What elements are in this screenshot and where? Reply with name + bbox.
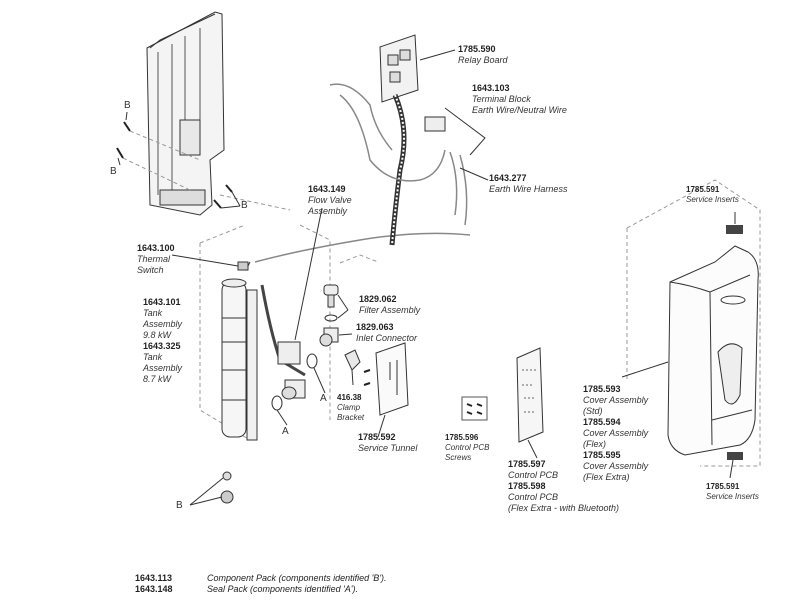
callout-a: A	[320, 393, 327, 404]
part-desc: Assembly	[143, 319, 183, 329]
label-thermal-switch: 1643.100 Thermal Switch	[137, 243, 175, 276]
relay-board-part	[379, 34, 419, 103]
label-flow-valve: 1643.149 Flow Valve Assembly	[308, 184, 352, 217]
part-desc: Cover Assembly	[583, 428, 649, 438]
service-insert-bottom	[727, 452, 743, 460]
part-desc: Control PCB	[445, 443, 490, 452]
label-service-tunnel: 1785.592 Service Tunnel	[358, 432, 417, 454]
part-code: 1785.597	[508, 459, 546, 469]
screws-b	[116, 121, 233, 209]
part-desc: Clamp	[337, 403, 361, 412]
legend-row: 1643.113 Component Pack (components iden…	[135, 573, 387, 584]
service-tunnel-part	[375, 342, 409, 416]
part-desc: Tank	[143, 352, 163, 362]
part-desc: 9.8 kW	[143, 330, 172, 340]
filter-inlet-part	[319, 284, 339, 347]
part-code: 1643.277	[489, 173, 527, 183]
callout-b: B	[110, 166, 117, 177]
legend-desc: Component Pack (components identified 'B…	[207, 573, 387, 583]
label-relay-board: 1785.590 Relay Board	[458, 44, 508, 66]
part-desc: (Flex Extra - with Bluetooth)	[508, 503, 620, 513]
part-desc: Inlet Connector	[356, 333, 418, 343]
part-code: 1785.593	[583, 384, 621, 394]
part-code: 1829.063	[356, 322, 394, 332]
part-code: 1785.592	[358, 432, 396, 442]
control-pcb-part	[516, 347, 544, 443]
part-desc: (Flex Extra)	[583, 472, 630, 482]
callout-b: B	[124, 100, 131, 111]
legend-row: 1643.148 Seal Pack (components identifie…	[135, 584, 387, 595]
part-code: 1785.591	[686, 185, 720, 194]
part-desc: Assembly	[143, 363, 183, 373]
label-cover: 1785.593 Cover Assembly (Std) 1785.594 C…	[583, 384, 648, 483]
tank-part	[221, 261, 258, 441]
part-code: 1643.325	[143, 341, 181, 351]
part-desc: Service Tunnel	[358, 443, 418, 453]
pack-legend: 1643.113 Component Pack (components iden…	[135, 573, 387, 595]
cover-assembly-part	[667, 245, 759, 456]
label-terminal-block: 1643.103 Terminal Block Earth Wire/Neutr…	[472, 83, 567, 116]
part-code: 1785.591	[706, 482, 740, 491]
part-code: 1785.590	[458, 44, 496, 54]
part-desc: Terminal Block	[472, 94, 531, 104]
legend-code: 1643.148	[135, 584, 173, 594]
part-code: 1643.149	[308, 184, 346, 194]
part-desc: Relay Board	[458, 55, 508, 65]
pcb-screws-box	[461, 396, 488, 421]
label-pcb-screws: 1785.596 Control PCB Screws	[445, 433, 489, 463]
label-clamp: 416.38 Clamp Bracket	[337, 393, 364, 423]
part-desc: Thermal	[137, 254, 171, 264]
legend-desc: Seal Pack (components identified 'A').	[207, 584, 359, 594]
label-tank-98: 1643.101 Tank Assembly 9.8 kW 1643.325 T…	[143, 297, 182, 385]
part-code: 1785.598	[508, 481, 546, 491]
part-code: 1829.062	[359, 294, 397, 304]
part-desc: (Flex)	[583, 439, 606, 449]
label-service-inserts-bottom: 1785.591 Service Inserts	[706, 482, 759, 502]
part-desc: (Std)	[583, 406, 603, 416]
part-desc: 8.7 kW	[143, 374, 172, 384]
part-code: 1643.100	[137, 243, 175, 253]
part-desc: Earth Wire/Neutral Wire	[472, 105, 567, 115]
part-desc: Bracket	[337, 413, 365, 422]
part-desc: Control PCB	[508, 492, 559, 502]
callout-b: B	[176, 500, 183, 511]
part-code: 1643.101	[143, 297, 181, 307]
flow-valve-part	[277, 341, 306, 400]
legend-code: 1643.113	[135, 573, 173, 583]
label-earth-harness: 1643.277 Earth Wire Harness	[489, 173, 567, 195]
part-desc: Screws	[445, 453, 472, 462]
label-control-pcb: 1785.597 Control PCB 1785.598 Control PC…	[508, 459, 619, 514]
part-code: 1785.595	[583, 450, 621, 460]
part-desc: Service Inserts	[686, 195, 739, 204]
part-code: 416.38	[337, 393, 362, 402]
part-code: 1785.596	[445, 433, 479, 442]
part-desc: Cover Assembly	[583, 395, 649, 405]
part-desc: Earth Wire Harness	[489, 184, 568, 194]
part-desc: Switch	[137, 265, 164, 275]
service-insert-top	[726, 225, 743, 234]
part-desc: Cover Assembly	[583, 461, 649, 471]
part-desc: Tank	[143, 308, 163, 318]
part-desc: Control PCB	[508, 470, 559, 480]
part-desc: Filter Assembly	[359, 305, 421, 315]
callout-b: B	[241, 200, 248, 211]
part-desc: Assembly	[308, 206, 348, 216]
label-inlet: 1829.063 Inlet Connector	[356, 322, 417, 344]
part-desc: Flow Valve	[308, 195, 352, 205]
label-service-inserts-top: 1785.591 Service Inserts	[686, 185, 739, 205]
callout-a: A	[282, 426, 289, 437]
part-code: 1643.103	[472, 83, 510, 93]
backplate-part	[146, 11, 225, 216]
part-desc: Service Inserts	[706, 492, 759, 501]
part-code: 1785.594	[583, 417, 621, 427]
label-filter: 1829.062 Filter Assembly	[359, 294, 420, 316]
